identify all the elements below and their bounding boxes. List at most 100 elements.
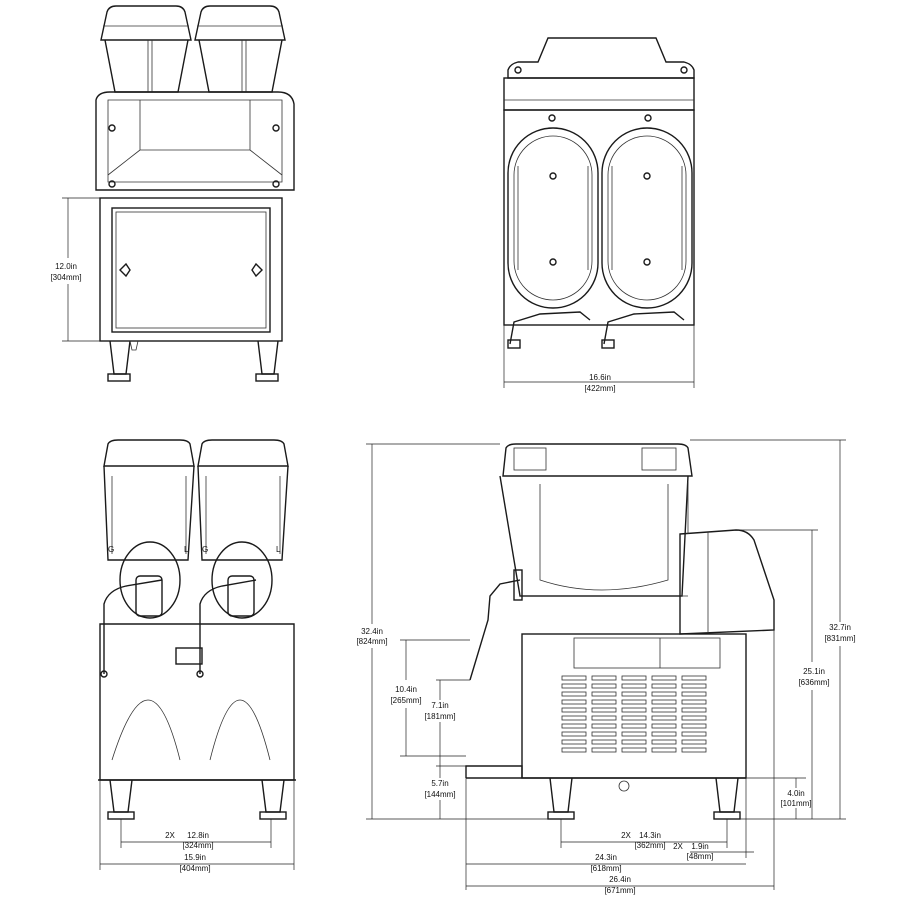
vent-slat [681, 723, 707, 729]
top-lid-cap [507, 37, 695, 79]
bowl-mark-l-left: L [184, 545, 189, 554]
vent-slat [591, 739, 617, 745]
dim-top-width: 16.6in [422mm] [503, 325, 695, 393]
dim-side-dispense-height: 10.4in [265mm] [390, 639, 470, 757]
vent-slat [591, 747, 617, 753]
vent-slat [651, 715, 677, 721]
front-view: G L G L 2X 12.8in [324mm] [98, 439, 296, 873]
vent-slat [621, 675, 647, 681]
dim-side-tray-height-mm: [144mm] [424, 790, 455, 799]
dim-side-nozzle-to-tray-in: 7.1in [431, 701, 448, 710]
dim-top-width-mm: [422mm] [584, 384, 615, 393]
dim-side-body-height-in: 25.1in [803, 667, 825, 676]
back-access-door [111, 207, 271, 333]
dim-side-depth-in: 24.3in [595, 853, 617, 862]
vent-slat [561, 731, 587, 737]
dim-side-overall-height-mm: [824mm] [356, 637, 387, 646]
vent-slat [591, 731, 617, 737]
vent-slat [621, 739, 647, 745]
vent-slat [681, 747, 707, 753]
vent-slat [621, 723, 647, 729]
front-dispense-head-left [119, 541, 181, 619]
front-lid-left [103, 439, 195, 467]
vent-slat [561, 699, 587, 705]
dim-front-feet-spacing-mm: [324mm] [182, 841, 213, 850]
back-latch-left [119, 262, 131, 278]
front-bowl-right [197, 465, 289, 561]
dim-front-overall-width-mm: [404mm] [179, 864, 210, 873]
side-drip-tray [465, 765, 523, 778]
dim-side-feet-spacing-in: 14.3in [639, 831, 661, 840]
dim-front-overall-width: 15.9in [404mm] [99, 780, 295, 873]
bowl-mark-g-right: G [202, 545, 208, 554]
vent-slat [591, 715, 617, 721]
dim-side-overall-depth-mm: [671mm] [604, 886, 635, 895]
vent-slat [591, 699, 617, 705]
vent-slat [561, 715, 587, 721]
vent-slat [681, 691, 707, 697]
front-bowl-left [103, 465, 195, 561]
vent-slat [561, 723, 587, 729]
vent-slat [621, 707, 647, 713]
back-upper-housing [95, 91, 295, 191]
back-hopper-left [100, 5, 192, 93]
dim-front-overall-width-in: 15.9in [184, 853, 206, 862]
side-lower-cabinet [521, 633, 747, 779]
dim-side-body-height-mm: [636mm] [798, 678, 829, 687]
dim-back-height-in: 12.0in [55, 262, 77, 271]
vent-slat [681, 699, 707, 705]
front-handle-right [199, 579, 257, 674]
back-lower-panel [99, 197, 283, 342]
vent-slat [621, 699, 647, 705]
vent-slat [681, 707, 707, 713]
top-bowl-left [507, 127, 599, 309]
dim-side-total-height-in: 32.7in [829, 623, 851, 632]
vent-slat [591, 683, 617, 689]
vent-slat [591, 691, 617, 697]
vent-slat [651, 747, 677, 753]
dim-back-height-mm: [304mm] [50, 273, 81, 282]
vent-slat [681, 683, 707, 689]
dim-side-depth-mm: [618mm] [590, 864, 621, 873]
vent-slat [591, 707, 617, 713]
vent-slat [591, 675, 617, 681]
bowl-mark-l-right: L [276, 545, 281, 554]
front-handle-left [103, 579, 163, 674]
dim-side-total-height-mm: [831mm] [824, 634, 855, 643]
vent-slat [651, 723, 677, 729]
top-spout-right [603, 311, 685, 345]
vent-slat [561, 691, 587, 697]
vent-slat [651, 731, 677, 737]
front-foot-left [109, 779, 133, 813]
dim-side-depth: 24.3in [618mm] [465, 778, 746, 890]
vent-slat [651, 675, 677, 681]
top-bowl-right [601, 127, 693, 309]
bowl-mark-g-left: G [108, 545, 114, 554]
side-bowl [499, 475, 689, 597]
dim-back-height: 12.0in [304mm] [50, 197, 100, 342]
dim-side-body-height: 25.1in [636mm] [740, 529, 830, 820]
vent-slat [651, 699, 677, 705]
dim-side-dispense-height-mm: [265mm] [390, 696, 421, 705]
dim-side-foot-height-in: 4.0in [787, 789, 804, 798]
dim-side-rear-offset-in: 1.9in [691, 842, 708, 851]
vent-slat [561, 707, 587, 713]
vent-slat [681, 739, 707, 745]
vent-slat [621, 747, 647, 753]
vent-slat [651, 739, 677, 745]
vent-slat [561, 739, 587, 745]
dim-side-overall-depth: 26.4in [671mm] [466, 630, 775, 895]
back-hopper-right [194, 5, 286, 93]
back-view: 12.0in [304mm] [50, 5, 295, 382]
vent-slat [681, 715, 707, 721]
dim-side-nozzle-to-tray: 7.1in [181mm] [424, 679, 470, 756]
side-foot-rear [715, 777, 739, 813]
top-spout-left [509, 311, 591, 345]
vent-slat [561, 683, 587, 689]
dim-side-nozzle-to-tray-mm: [181mm] [424, 712, 455, 721]
vent-slat [651, 691, 677, 697]
back-latch-right [251, 262, 263, 278]
dim-side-overall-depth-in: 26.4in [609, 875, 631, 884]
front-foot-right [261, 779, 285, 813]
